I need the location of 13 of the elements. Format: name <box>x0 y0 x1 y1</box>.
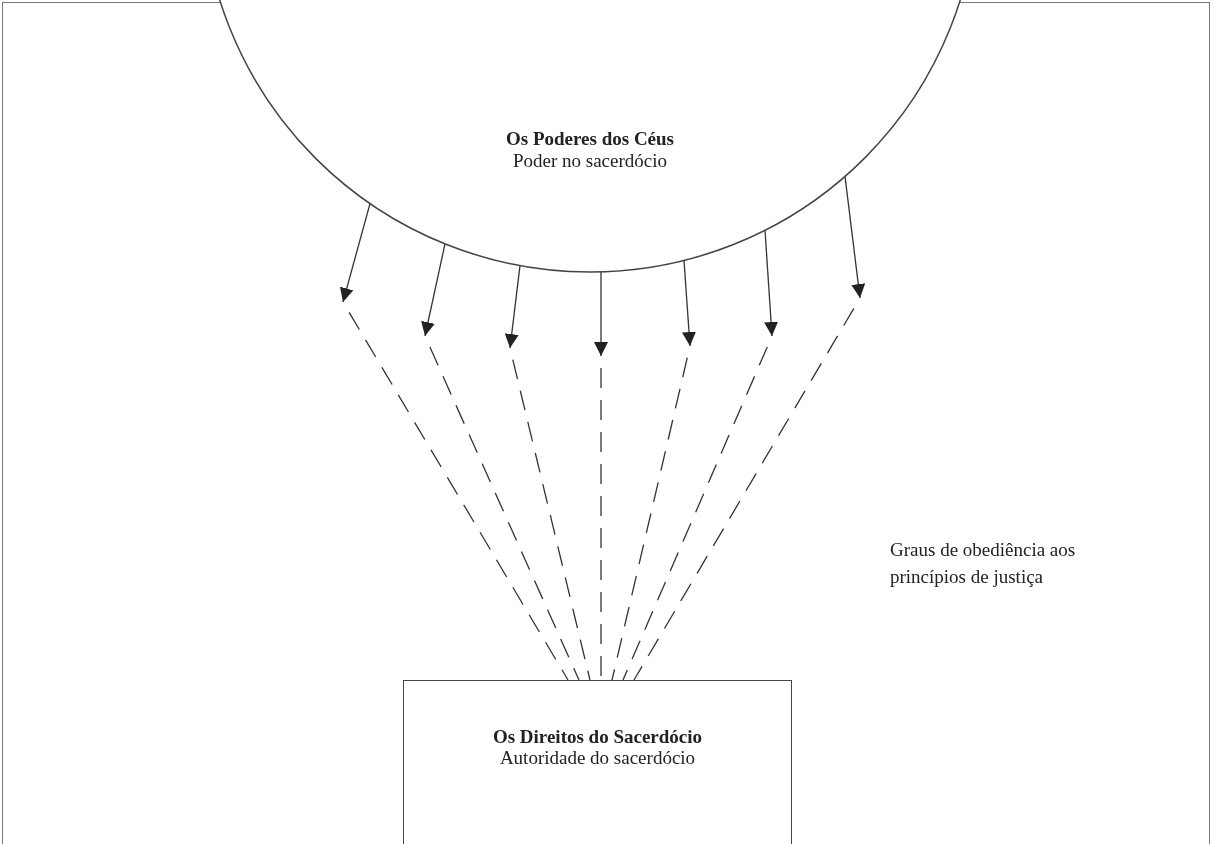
arrow <box>764 229 779 337</box>
arrow <box>682 259 696 347</box>
arrow <box>339 202 371 303</box>
annotation-text: Graus de obediência aos princípios de justiça <box>890 538 1077 589</box>
node-subtitle: Autoridade do sacerdócio <box>498 747 697 769</box>
node-subtitle: Poder no sacerdócio <box>511 150 669 172</box>
rectangle-box <box>403 680 792 844</box>
arrow <box>504 265 521 349</box>
node-heading: Os Poderes dos Céus <box>505 128 675 150</box>
arrow <box>594 271 608 357</box>
arrow <box>421 243 446 337</box>
arrow <box>844 175 866 299</box>
node-heading: Os Direitos do Sacerdócio <box>491 726 704 748</box>
